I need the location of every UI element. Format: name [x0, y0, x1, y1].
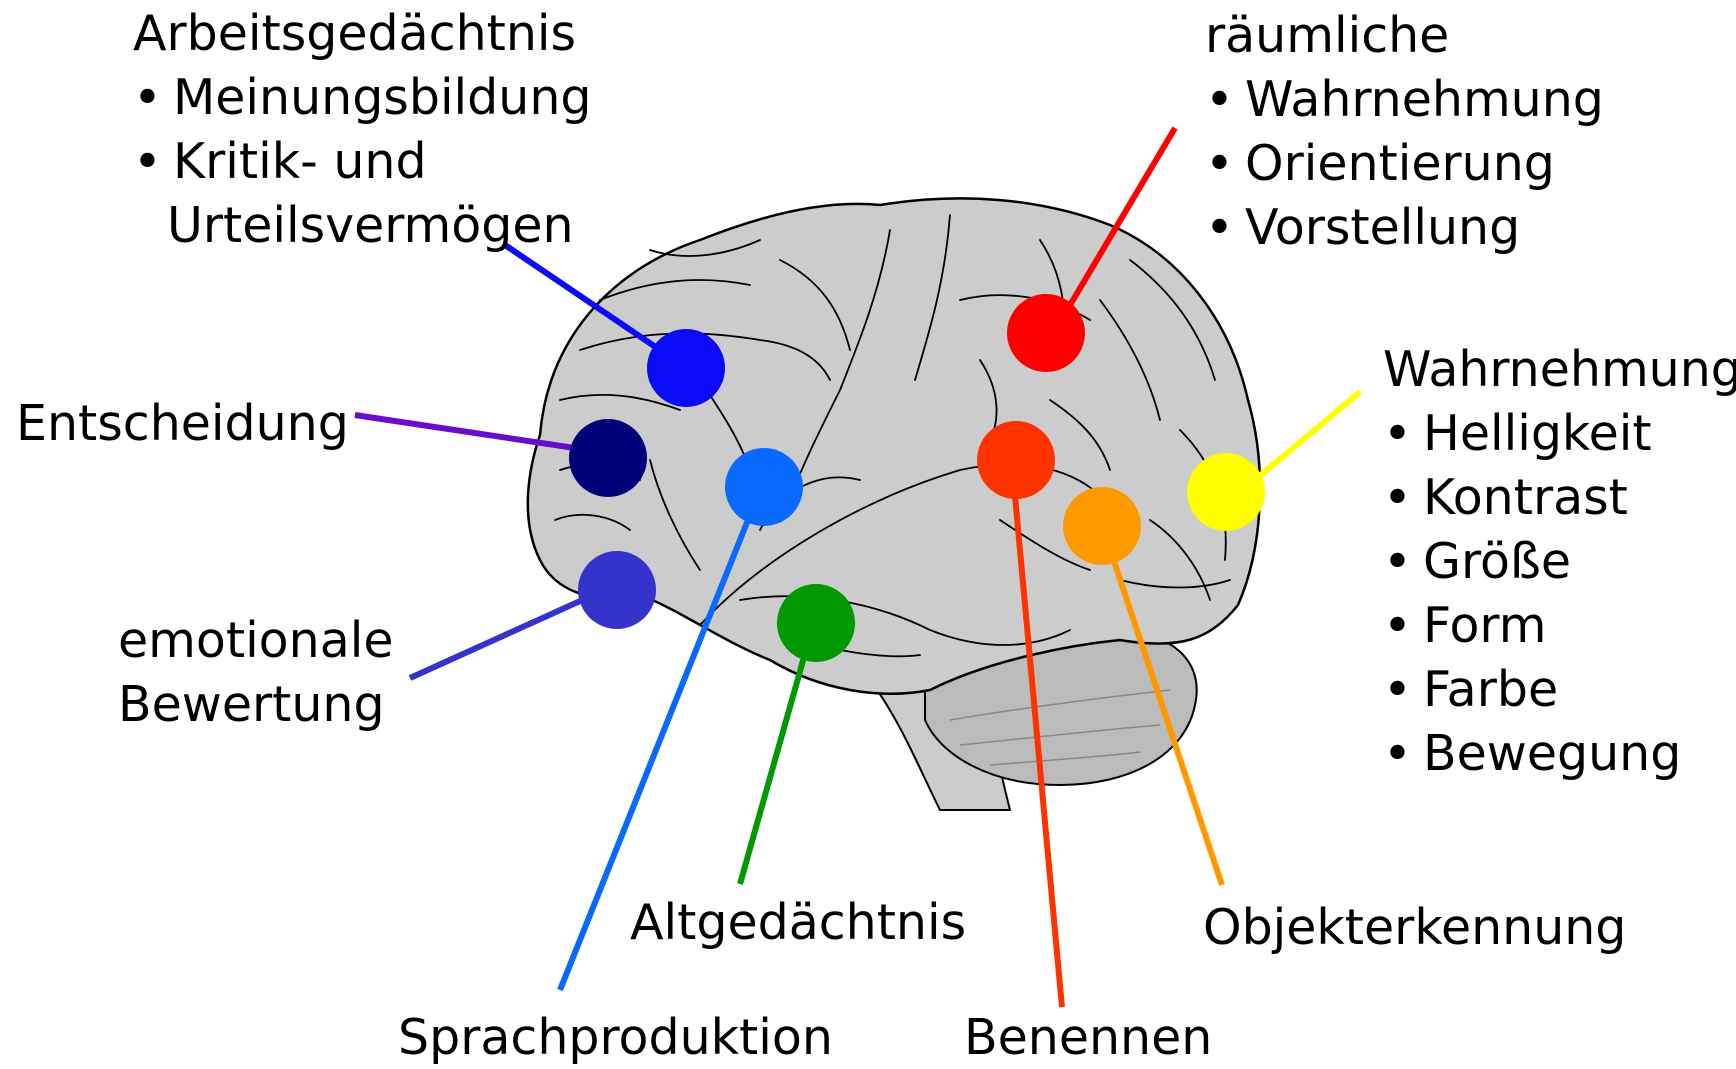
label-objekterkennung: Objekterkennung — [1203, 899, 1627, 956]
label-raeumliche-title: räumliche — [1205, 7, 1450, 64]
leader-line-emotionale-bewertung — [408, 589, 602, 681]
marker-raeumliche-wahrnehmung — [1007, 294, 1085, 372]
label-arbeitsgedaechtnis-title: Arbeitsgedächtnis — [133, 5, 577, 62]
leader-line-objekterkennung — [1109, 554, 1225, 886]
marker-sprachproduktion — [725, 448, 803, 526]
label-arbeitsgedaechtnis-list: Meinungsbildung Kritik- und — [133, 66, 592, 194]
marker-benennen — [977, 421, 1055, 499]
label-arbeitsgedaechtnis: Arbeitsgedächtnis Meinungsbildung Kritik… — [133, 2, 592, 258]
list-item: Bewegung — [1383, 722, 1736, 786]
label-wahrnehmung-list: Helligkeit Kontrast Größe Form Farbe Bew… — [1383, 402, 1736, 786]
marker-wahrnehmung — [1187, 453, 1265, 531]
leader-line-raeumliche — [1057, 126, 1178, 324]
list-item: Meinungsbildung — [133, 66, 592, 130]
list-item: Helligkeit — [1383, 402, 1736, 466]
label-wahrnehmung: Wahrnehmung Helligkeit Kontrast Größe Fo… — [1383, 338, 1736, 786]
cerebellum-folia — [949, 689, 1171, 766]
region-markers — [569, 294, 1265, 662]
list-item: Größe — [1383, 530, 1736, 594]
label-emotionale-bewertung-line-1: emotionale — [118, 612, 394, 669]
label-sprachproduktion: Sprachproduktion — [398, 1009, 833, 1066]
leader-line-sprachproduktion — [557, 508, 755, 992]
marker-entscheidung — [569, 419, 647, 497]
label-arbeitsgedaechtnis-continuation: Urteilsvermögen — [167, 197, 574, 254]
leader-line-arbeitsgedaechtnis — [503, 242, 662, 353]
list-item: Orientierung — [1205, 132, 1604, 196]
marker-arbeitsgedaechtnis — [647, 329, 725, 407]
leader-line-entscheidung — [354, 412, 609, 456]
list-item: Vorstellung — [1205, 196, 1604, 260]
list-item: Kritik- und — [133, 130, 592, 194]
marker-objekterkennung — [1063, 487, 1141, 565]
label-emotionale-bewertung: emotionale Bewertung — [118, 609, 394, 737]
list-item: Farbe — [1383, 658, 1736, 722]
leader-line-altgedaechtnis — [737, 649, 809, 885]
list-item: Kontrast — [1383, 466, 1736, 530]
list-item: Form — [1383, 594, 1736, 658]
label-raeumliche: räumliche Wahrnehmung Orientierung Vorst… — [1205, 4, 1604, 260]
label-altgedaechtnis: Altgedächtnis — [630, 894, 967, 951]
label-benennen: Benennen — [964, 1009, 1213, 1066]
label-emotionale-bewertung-line-2: Bewertung — [118, 676, 385, 733]
marker-emotionale-bewertung — [578, 551, 656, 629]
list-item: Wahrnehmung — [1205, 68, 1604, 132]
leader-line-benennen — [1011, 484, 1065, 1008]
label-raeumliche-list: Wahrnehmung Orientierung Vorstellung — [1205, 68, 1604, 260]
label-entscheidung: Entscheidung — [16, 395, 349, 452]
leader-line-wahrnehmung — [1253, 389, 1362, 483]
leader-lines — [354, 126, 1362, 1008]
marker-altgedaechtnis — [777, 584, 855, 662]
label-wahrnehmung-title: Wahrnehmung — [1383, 341, 1736, 398]
